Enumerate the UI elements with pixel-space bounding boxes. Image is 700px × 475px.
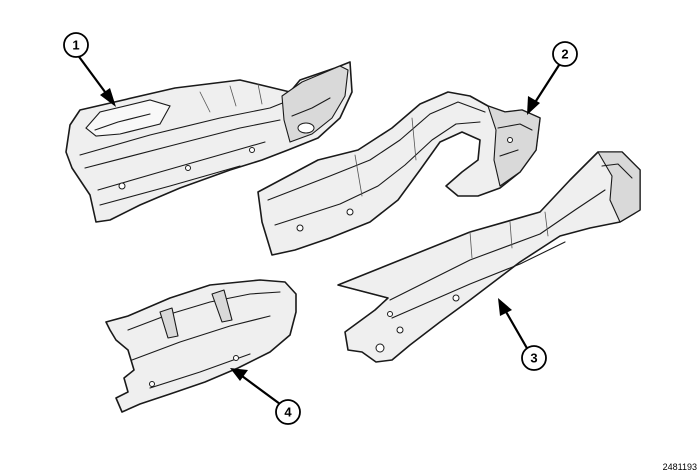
callout-label-3: 3: [530, 351, 537, 366]
callout-4: 4: [230, 368, 301, 425]
callout-circle-2: [552, 41, 578, 67]
callout-circle-3: [521, 345, 547, 371]
part-4-short-rail: [105, 279, 297, 413]
arrowhead-3: [498, 298, 512, 316]
callout-label-4: 4: [284, 405, 292, 420]
figure-id: 2481193: [663, 462, 697, 472]
arrowhead-1: [100, 88, 116, 107]
callout-3: 3: [498, 298, 547, 371]
callout-circle-1: [63, 32, 89, 58]
part-3-floor-rail: [337, 151, 641, 363]
part-2-rear-rail: [257, 91, 541, 256]
leader-line-1: [76, 53, 109, 97]
callout-circle-4: [275, 399, 301, 425]
callout-1: 1: [63, 32, 116, 107]
leader-line-2: [533, 61, 562, 105]
leader-line-3: [504, 309, 529, 351]
callout-2: 2: [527, 41, 578, 115]
arrowhead-4: [230, 368, 248, 381]
part-1-rail-panel: [65, 61, 353, 223]
callout-label-2: 2: [561, 47, 568, 62]
callout-label-1: 1: [72, 38, 79, 53]
leader-line-4: [241, 375, 281, 405]
arrowhead-2: [527, 96, 540, 115]
